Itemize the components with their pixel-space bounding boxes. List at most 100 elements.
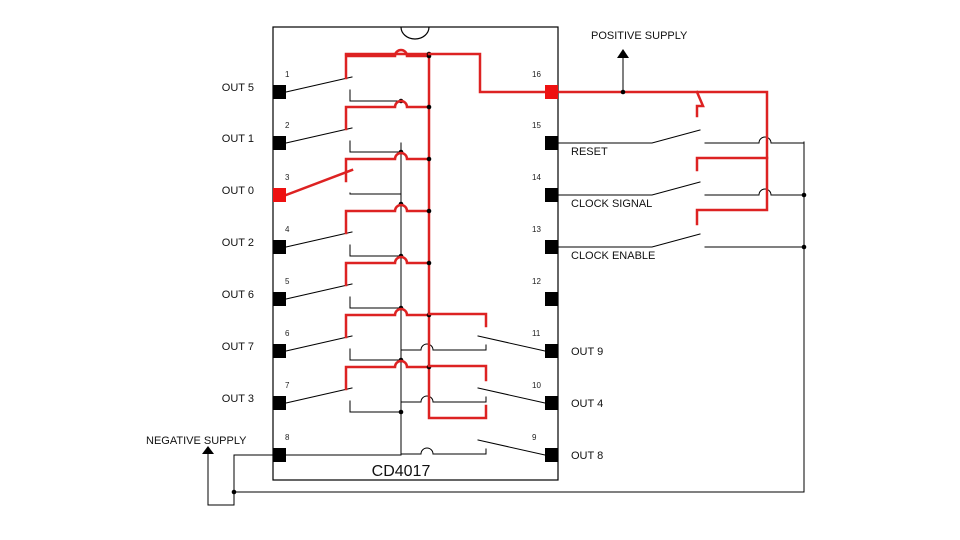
external-wiring <box>202 129 807 506</box>
switch-return-wire <box>349 192 402 195</box>
clock-signal-wire <box>557 181 701 196</box>
switch-arm-wire <box>285 127 353 144</box>
junction-dot <box>620 89 626 95</box>
switch-feed-wire <box>344 151 431 183</box>
active-switch-arm <box>284 168 354 197</box>
pin-number-8: 8 <box>285 433 290 442</box>
chip-name-label: CD4017 <box>372 463 431 480</box>
junction-dot <box>231 489 237 495</box>
pin-10 <box>545 396 558 410</box>
switch-return-wire <box>349 400 402 413</box>
pin-number-14: 14 <box>532 173 541 182</box>
pin-11 <box>545 344 558 358</box>
out9-feed-wire <box>427 312 488 328</box>
pin-label-14: CLOCK SIGNAL <box>571 198 652 210</box>
pin-label-10: OUT 4 <box>571 398 603 410</box>
bottom-return-wire <box>233 141 805 493</box>
pin-number-5: 5 <box>285 277 290 286</box>
junction-dot <box>426 208 432 214</box>
pin-label-11: OUT 9 <box>571 346 603 358</box>
pin-number-6: 6 <box>285 329 290 338</box>
pin-label-5: OUT 6 <box>222 289 254 301</box>
right-switch-arm <box>477 439 546 456</box>
switch-return-wire <box>349 296 402 309</box>
clock-enable-wire <box>557 233 701 248</box>
switch-arm-wire <box>285 283 353 300</box>
reset-return <box>704 136 805 144</box>
pin-label-2: OUT 1 <box>222 133 254 145</box>
positive-rail-wire <box>427 52 769 226</box>
junction-dot <box>426 260 432 266</box>
energized-external-wiring <box>427 49 769 226</box>
pin-number-4: 4 <box>285 225 290 234</box>
pin-label-13: CLOCK ENABLE <box>571 250 655 262</box>
pin-1 <box>273 85 286 99</box>
pin-number-3: 3 <box>285 173 290 182</box>
pin-number-15: 15 <box>532 121 541 130</box>
positive-bus-wire <box>427 52 488 420</box>
pin-6 <box>273 344 286 358</box>
switch-feed-wire <box>344 359 431 391</box>
pin-label-6: OUT 7 <box>222 341 254 353</box>
junction-dot <box>801 244 807 250</box>
switch-return-wire <box>349 348 402 361</box>
switch-feed-wire <box>344 203 431 235</box>
pin-label-4: OUT 2 <box>222 237 254 249</box>
pin-5 <box>273 292 286 306</box>
pin-number-10: 10 <box>532 381 541 390</box>
pin-number-11: 11 <box>532 329 541 338</box>
pin-number-13: 13 <box>532 225 541 234</box>
pin-label-3: OUT 0 <box>222 185 254 197</box>
junction-dot <box>801 192 807 198</box>
right-switch-arm <box>477 387 546 404</box>
pin-number-16: 16 <box>532 70 541 79</box>
right-switch-return <box>400 447 487 455</box>
pin-label-1: OUT 5 <box>222 82 254 94</box>
switch-feed-wire <box>344 307 431 339</box>
pin-number-12: 12 <box>532 277 541 286</box>
pin-9 <box>545 448 558 462</box>
pin-number-2: 2 <box>285 121 290 130</box>
pin-13 <box>545 240 558 254</box>
pin-label-7: OUT 3 <box>222 393 254 405</box>
pin-15 <box>545 136 558 150</box>
ground-wiring <box>285 76 546 456</box>
energized-wiring <box>284 48 488 420</box>
reset-wire <box>557 129 701 144</box>
pin-number-7: 7 <box>285 381 290 390</box>
switch-arm-wire <box>285 76 353 93</box>
switch-feed-wire <box>344 99 431 131</box>
pin-12 <box>545 292 558 306</box>
pin-16 <box>545 85 558 99</box>
pin-2 <box>273 136 286 150</box>
right-switch-arm <box>477 335 546 352</box>
negative-supply-wire <box>207 449 280 506</box>
junction-dot <box>426 156 432 162</box>
switch-return-wire <box>349 89 402 102</box>
pin-8 <box>273 448 286 462</box>
pin-4 <box>273 240 286 254</box>
switch-return-wire <box>349 140 402 153</box>
positive-supply-arrow <box>617 49 629 58</box>
pin-3 <box>273 188 286 202</box>
switch-arm-wire <box>285 335 353 352</box>
junction-dot <box>426 104 432 110</box>
switch-arm-wire <box>285 387 353 404</box>
pin-number-1: 1 <box>285 70 290 79</box>
switch-arm-wire <box>285 231 353 248</box>
reset-switch-feed <box>695 90 705 118</box>
out4-feed-wire <box>427 364 488 382</box>
pin-label-9: OUT 8 <box>571 450 603 462</box>
clock-signal-feed <box>695 156 769 172</box>
right-switch-return <box>400 343 487 351</box>
junction-dot <box>398 409 404 415</box>
positive-supply-label: POSITIVE SUPPLY <box>591 30 688 42</box>
chip-body <box>272 26 559 481</box>
switch-feed-wire <box>344 255 431 287</box>
chip-notch <box>400 26 430 40</box>
pin-number-9: 9 <box>532 433 537 442</box>
switch-return-wire <box>349 244 402 257</box>
right-switch-return <box>400 395 487 403</box>
